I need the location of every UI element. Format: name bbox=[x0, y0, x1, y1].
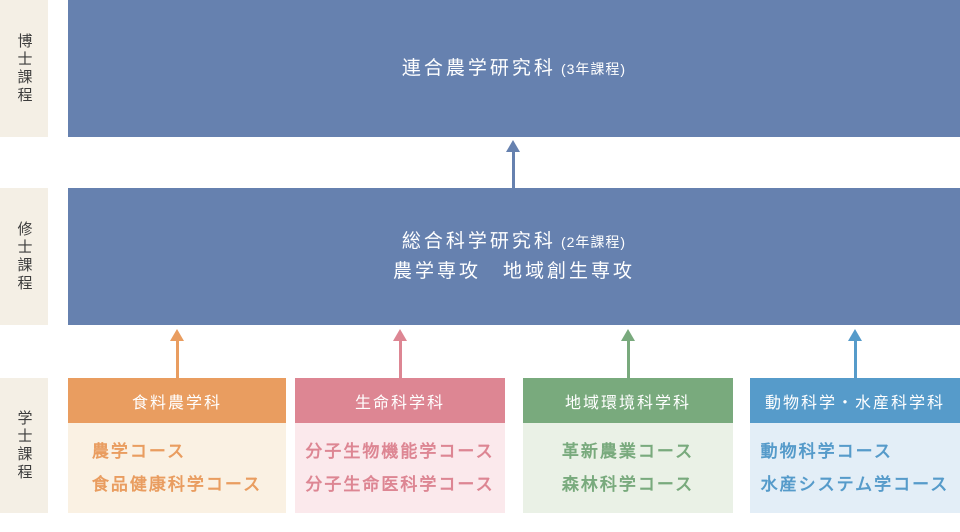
stage-label-bachelor-text: 学士課程 bbox=[15, 409, 33, 482]
department-food-agriculture-header: 食料農学科 bbox=[68, 378, 286, 423]
course-item: 食品健康科学コース bbox=[91, 475, 263, 494]
masters-majors: 農学専攻 地域創生専攻 bbox=[392, 260, 635, 282]
department-animal-fisheries: 動物科学・水産科学科 動物科学コース 水産システム学コース bbox=[750, 378, 960, 513]
stage-label-master: 修士課程 bbox=[0, 188, 48, 325]
doctoral-title-text: 連合農学研究科 bbox=[401, 57, 556, 79]
arrow-stem bbox=[626, 341, 630, 378]
course-item: 水産システム学コース bbox=[760, 475, 950, 494]
arrow-head bbox=[170, 329, 184, 341]
department-life-science: 生命科学科 分子生物機能学コース 分子生命医科学コース bbox=[295, 378, 505, 513]
arrow-master-to-doctoral bbox=[506, 140, 520, 188]
arrow-life-science-to-master bbox=[393, 329, 407, 378]
department-animal-fisheries-header: 動物科学・水産科学科 bbox=[750, 378, 960, 423]
department-animal-fisheries-body: 動物科学コース 水産システム学コース bbox=[750, 423, 960, 513]
masters-title-text: 総合科学研究科 bbox=[401, 230, 556, 252]
department-food-agriculture: 食料農学科 農学コース 食品健康科学コース bbox=[68, 378, 286, 513]
course-item: 分子生物機能学コース bbox=[305, 442, 495, 461]
arrow-stem bbox=[853, 341, 857, 378]
course-item: 農学コース bbox=[91, 442, 187, 461]
department-life-science-body: 分子生物機能学コース 分子生命医科学コース bbox=[295, 423, 505, 513]
course-item: 動物科学コース bbox=[760, 442, 893, 461]
masters-duration-text: (2年課程) bbox=[560, 233, 627, 250]
arrow-food-agriculture-to-master bbox=[170, 329, 184, 378]
arrow-stem bbox=[511, 152, 515, 188]
arrow-head bbox=[848, 329, 862, 341]
arrow-head bbox=[393, 329, 407, 341]
stage-label-doctoral: 博士課程 bbox=[0, 0, 48, 137]
stage-label-master-text: 修士課程 bbox=[15, 220, 33, 293]
department-regional-environment-header: 地域環境科学科 bbox=[523, 378, 733, 423]
stage-label-bachelor: 学士課程 bbox=[0, 378, 48, 513]
course-item: 分子生命医科学コース bbox=[305, 475, 495, 494]
department-life-science-header: 生命科学科 bbox=[295, 378, 505, 423]
course-item: 森林科学コース bbox=[561, 475, 695, 494]
arrow-stem bbox=[398, 341, 402, 378]
arrow-head bbox=[506, 140, 520, 152]
masters-program-title: 総合科学研究科(2年課程) bbox=[402, 227, 626, 257]
department-regional-environment-body: 革新農業コース 森林科学コース bbox=[523, 423, 733, 513]
doctoral-duration-text: (3年課程) bbox=[560, 60, 627, 77]
doctoral-program-title: 連合農学研究科(3年課程) bbox=[402, 54, 626, 84]
stage-label-doctoral-text: 博士課程 bbox=[15, 32, 33, 105]
department-food-agriculture-body: 農学コース 食品健康科学コース bbox=[68, 423, 286, 513]
arrow-head bbox=[621, 329, 635, 341]
department-regional-environment: 地域環境科学科 革新農業コース 森林科学コース bbox=[523, 378, 733, 513]
masters-program-box: 総合科学研究科(2年課程) 農学専攻 地域創生専攻 bbox=[68, 188, 960, 325]
doctoral-program-box: 連合農学研究科(3年課程) bbox=[68, 0, 960, 137]
arrow-animal-fisheries-to-master bbox=[848, 329, 862, 378]
arrow-stem bbox=[175, 341, 179, 378]
arrow-regional-environment-to-master bbox=[621, 329, 635, 378]
course-item: 革新農業コース bbox=[561, 442, 695, 461]
